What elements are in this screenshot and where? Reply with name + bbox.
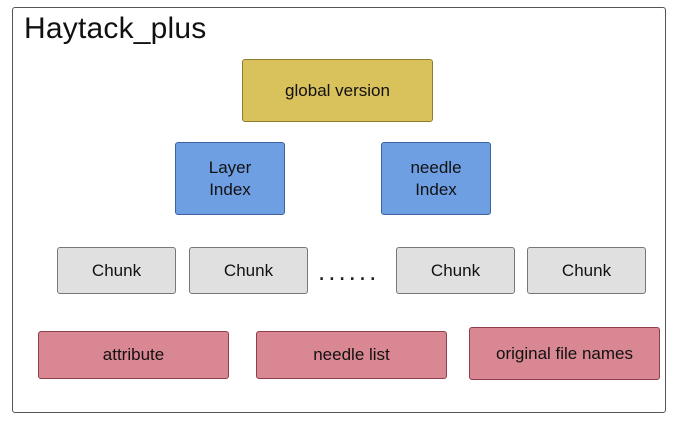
chunk-label: Chunk (223, 260, 274, 280)
attribute-box: attribute (38, 331, 229, 379)
needle-list-box: needle list (256, 331, 447, 379)
layer-index-box: Layer Index (175, 142, 285, 215)
attribute-label: attribute (102, 345, 165, 364)
chunk-label: Chunk (430, 260, 481, 280)
global-version-box: global version (242, 59, 433, 122)
chunk-box-1: Chunk (57, 247, 176, 294)
original-file-names-box: original file names (469, 327, 660, 380)
chunk-label: Chunk (91, 260, 142, 280)
global-version-label: global version (285, 80, 390, 100)
chunk-ellipsis: ...... (318, 256, 380, 286)
needle-list-label: needle list (313, 345, 390, 364)
layer-index-label-line1: Layer (208, 157, 252, 177)
original-file-names-label: original file names (495, 343, 633, 363)
layer-index-label-line2: Index (209, 179, 251, 199)
chunk-box-2: Chunk (189, 247, 308, 294)
needle-index-box: needle Index (381, 142, 491, 215)
chunk-label: Chunk (561, 260, 612, 280)
chunk-box-3: Chunk (396, 247, 515, 294)
diagram-title: Haytack_plus (24, 12, 207, 45)
needle-index-label-line1: needle (410, 157, 462, 177)
needle-index-label-line2: Index (415, 179, 457, 199)
chunk-box-4: Chunk (527, 247, 646, 294)
